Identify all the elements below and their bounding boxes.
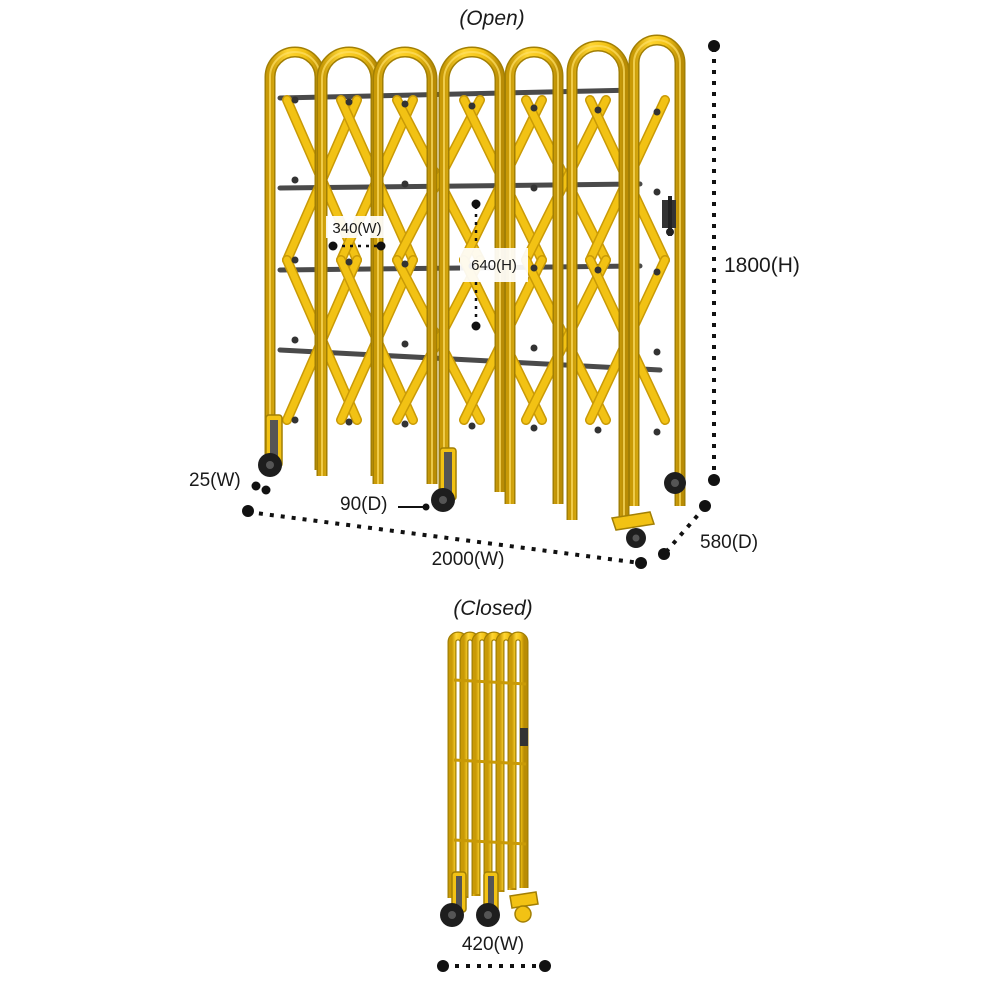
panel-height-label: 640(H)	[471, 257, 517, 274]
pivot-bolt	[653, 108, 661, 116]
height-label: 1800(H)	[724, 254, 800, 277]
closed-width-label: 420(W)	[462, 934, 524, 955]
horizontal-rod	[277, 347, 663, 373]
panel-height-dimension-line	[471, 199, 481, 331]
folded-brace	[453, 758, 527, 766]
pivot-bolt	[468, 102, 476, 110]
folded-upright	[508, 632, 528, 888]
caster-wheel-icon	[440, 871, 467, 927]
caster-wheel-icon	[431, 447, 457, 512]
pivot-bolt	[401, 260, 409, 268]
pivot-bolt	[291, 336, 299, 344]
arched-upright	[633, 39, 681, 506]
pivot-bolt	[291, 96, 299, 104]
foot-brake-icon	[611, 511, 655, 548]
pivot-bolt	[401, 100, 409, 108]
horizontal-rod	[277, 181, 643, 191]
pivot-bolt	[291, 416, 299, 424]
pivot-bolt	[468, 422, 476, 430]
pivot-bolt	[594, 266, 602, 274]
arched-upright	[509, 51, 559, 504]
pivot-bolt	[345, 418, 353, 426]
caster-wheel-icon	[664, 472, 686, 494]
pivot-bolt	[530, 184, 538, 192]
horizontal-rod	[277, 87, 639, 101]
latch-icon	[662, 196, 676, 236]
folded-brace	[453, 678, 527, 686]
open-gate-uprights	[264, 34, 686, 520]
pivot-bolt	[594, 426, 602, 434]
pivot-bolt	[401, 340, 409, 348]
panel-width-dimension-line	[328, 241, 386, 251]
pivot-bolt	[594, 106, 602, 114]
arched-upright	[571, 45, 625, 520]
pivot-bolt	[653, 188, 661, 196]
closed-gate-illustration	[440, 631, 539, 927]
depth-dimension-line	[658, 500, 711, 560]
pivot-bolt	[401, 180, 409, 188]
pivot-bolt	[345, 258, 353, 266]
dimension-lines	[242, 40, 720, 972]
foot-brake-icon	[509, 891, 539, 923]
folded-brace	[453, 838, 527, 846]
arched-upright	[377, 51, 433, 484]
open-gate-illustration	[258, 34, 686, 548]
wheel-depth-leader-line	[398, 503, 430, 511]
pivot-bolt	[653, 268, 661, 276]
width-dimension-line	[242, 505, 647, 569]
latch-icon	[520, 728, 528, 746]
pivot-bolt	[653, 428, 661, 436]
bar-width-dimension-marker	[251, 481, 271, 495]
caster-wheel-icon	[258, 414, 283, 477]
panel-width-label: 340(W)	[332, 220, 381, 237]
pivot-bolt	[291, 256, 299, 264]
open-title: (Open)	[459, 7, 524, 30]
pivot-bolt	[530, 344, 538, 352]
cross-brace	[522, 96, 610, 264]
pivot-bolt	[530, 264, 538, 272]
pivot-bolt	[653, 348, 661, 356]
arched-upright	[443, 51, 501, 492]
bar-width-label: 25(W)	[189, 470, 241, 491]
pivot-bolt	[401, 420, 409, 428]
caster-wheel-icon	[476, 871, 500, 927]
closed-title: (Closed)	[453, 597, 532, 620]
height-dimension-line	[708, 40, 720, 486]
cross-brace	[522, 256, 610, 424]
pivot-bolt	[530, 104, 538, 112]
open-gate-pivots	[291, 96, 661, 436]
width-open-label: 2000(W)	[432, 549, 505, 570]
pivot-bolt	[345, 98, 353, 106]
wheel-depth-label: 90(D)	[340, 494, 388, 515]
pivot-bolt	[291, 176, 299, 184]
depth-label: 580(D)	[700, 532, 758, 553]
closed-width-dimension-line	[437, 960, 551, 972]
pivot-bolt	[530, 424, 538, 432]
